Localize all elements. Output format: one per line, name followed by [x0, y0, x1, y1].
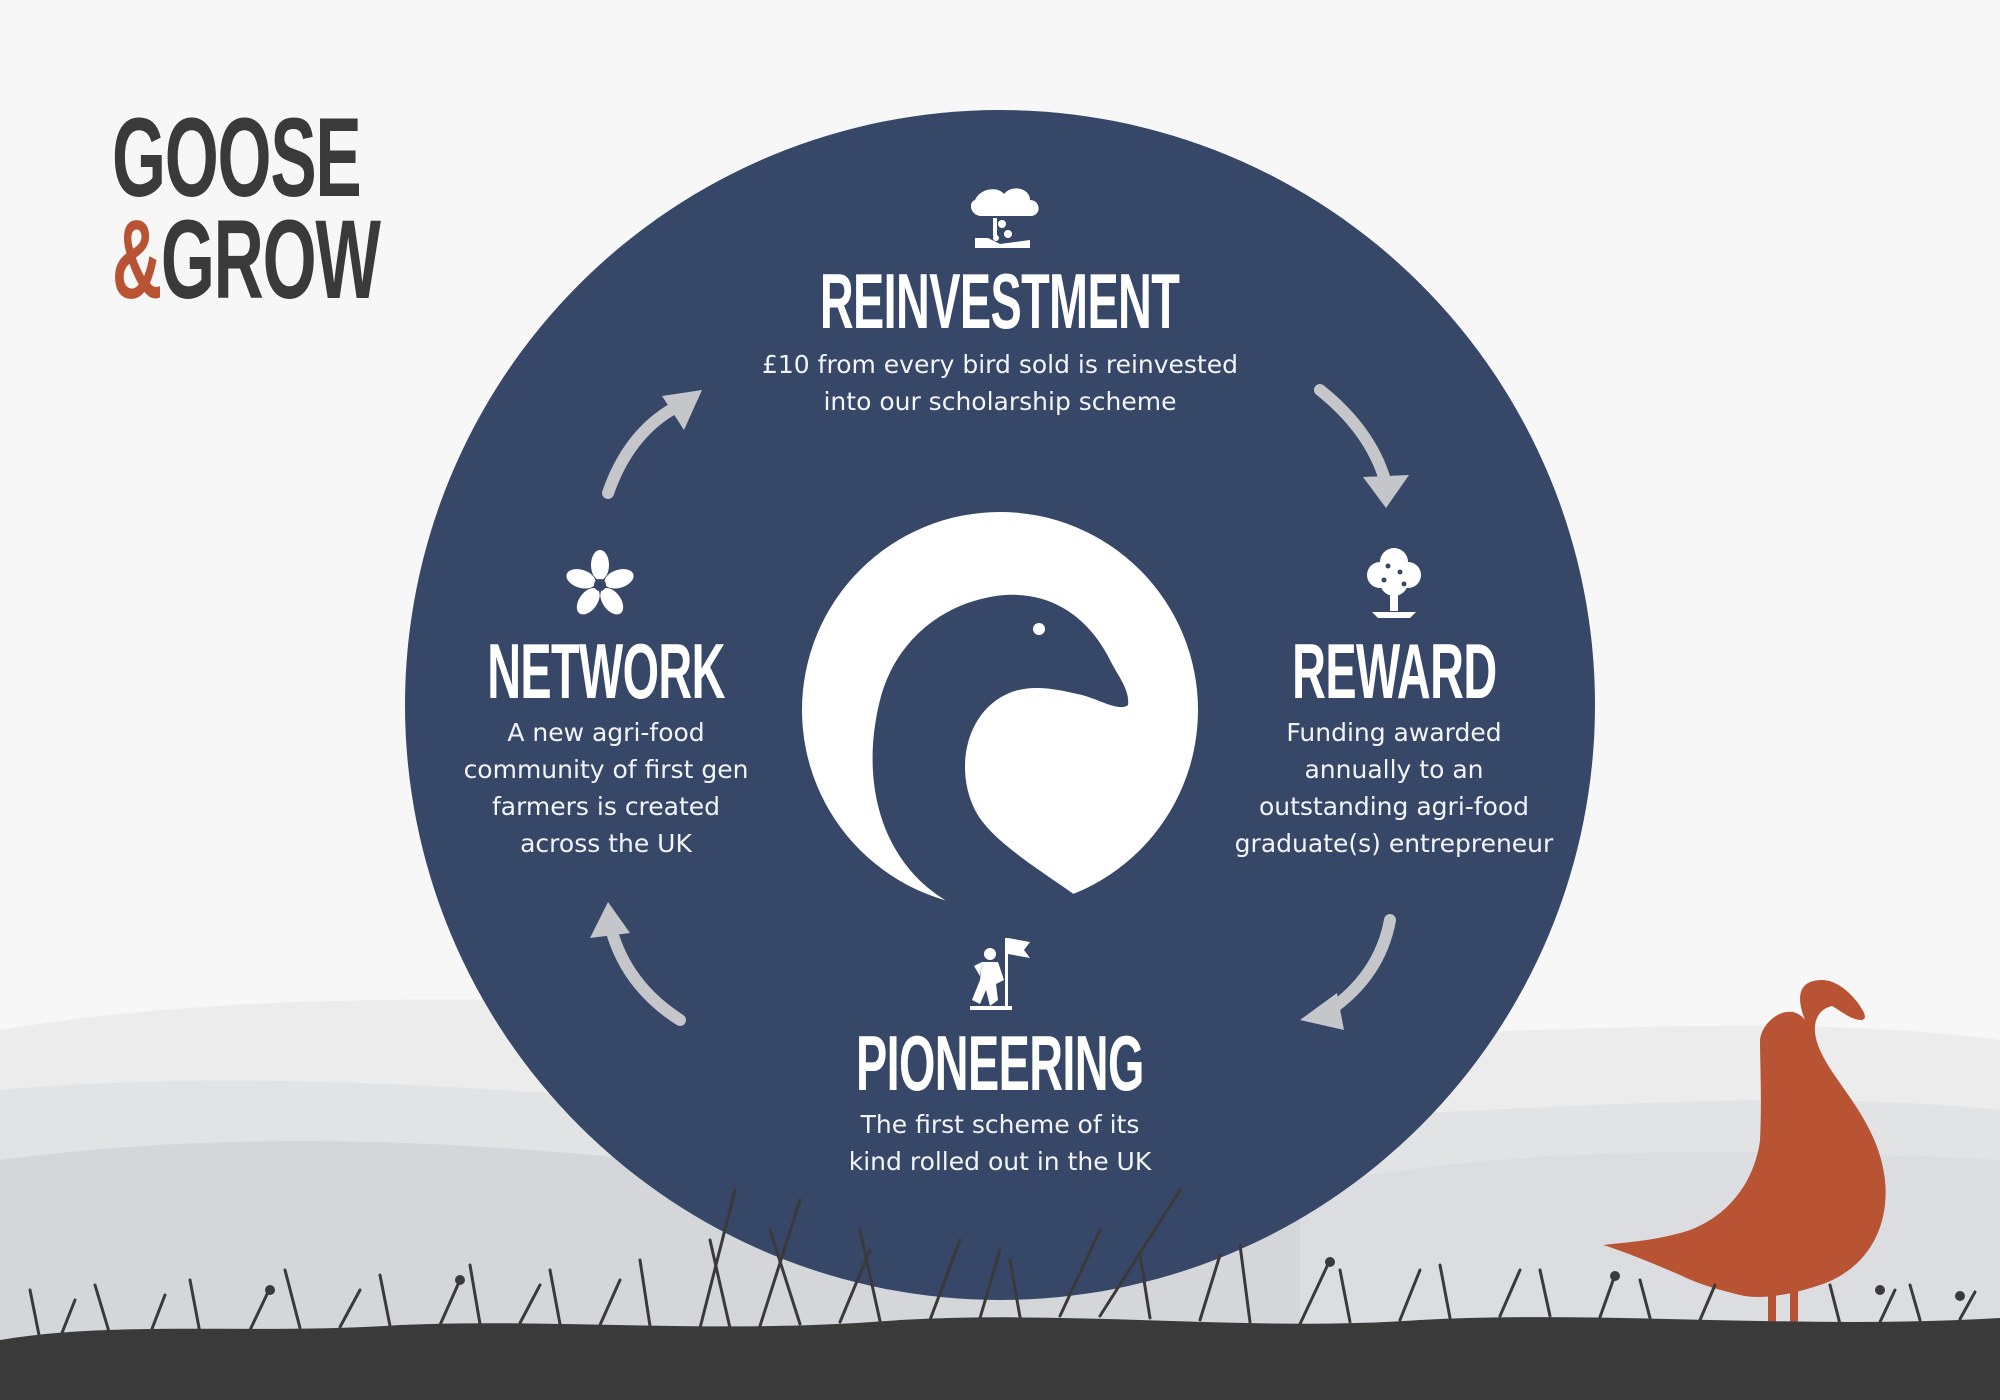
tree-icon — [1367, 548, 1421, 618]
grass-silhouette — [0, 1188, 2000, 1400]
brand-line-1: GOOSE — [112, 95, 362, 220]
brand-line-2-text: GROW — [160, 197, 381, 322]
climber-flag-icon — [970, 938, 1030, 1010]
hand-seed-cloud-icon — [970, 188, 1039, 248]
brand-logo: GOOSE &GROW — [112, 102, 432, 332]
reward-title: REWARD — [1291, 627, 1497, 715]
arrowheads — [590, 390, 1409, 1030]
cycle-arrow-icon — [602, 384, 1396, 1026]
flower-icon — [566, 550, 634, 615]
brand-ampersand: & — [112, 197, 162, 322]
goose-head-icon — [802, 512, 1198, 916]
goose-silhouette — [1603, 980, 1886, 1345]
reinvestment-title: REINVESTMENT — [820, 257, 1180, 345]
network-title: NETWORK — [487, 627, 725, 715]
pioneering-title: PIONEERING — [856, 1019, 1144, 1107]
brand-line-2: &GROW — [112, 204, 381, 316]
